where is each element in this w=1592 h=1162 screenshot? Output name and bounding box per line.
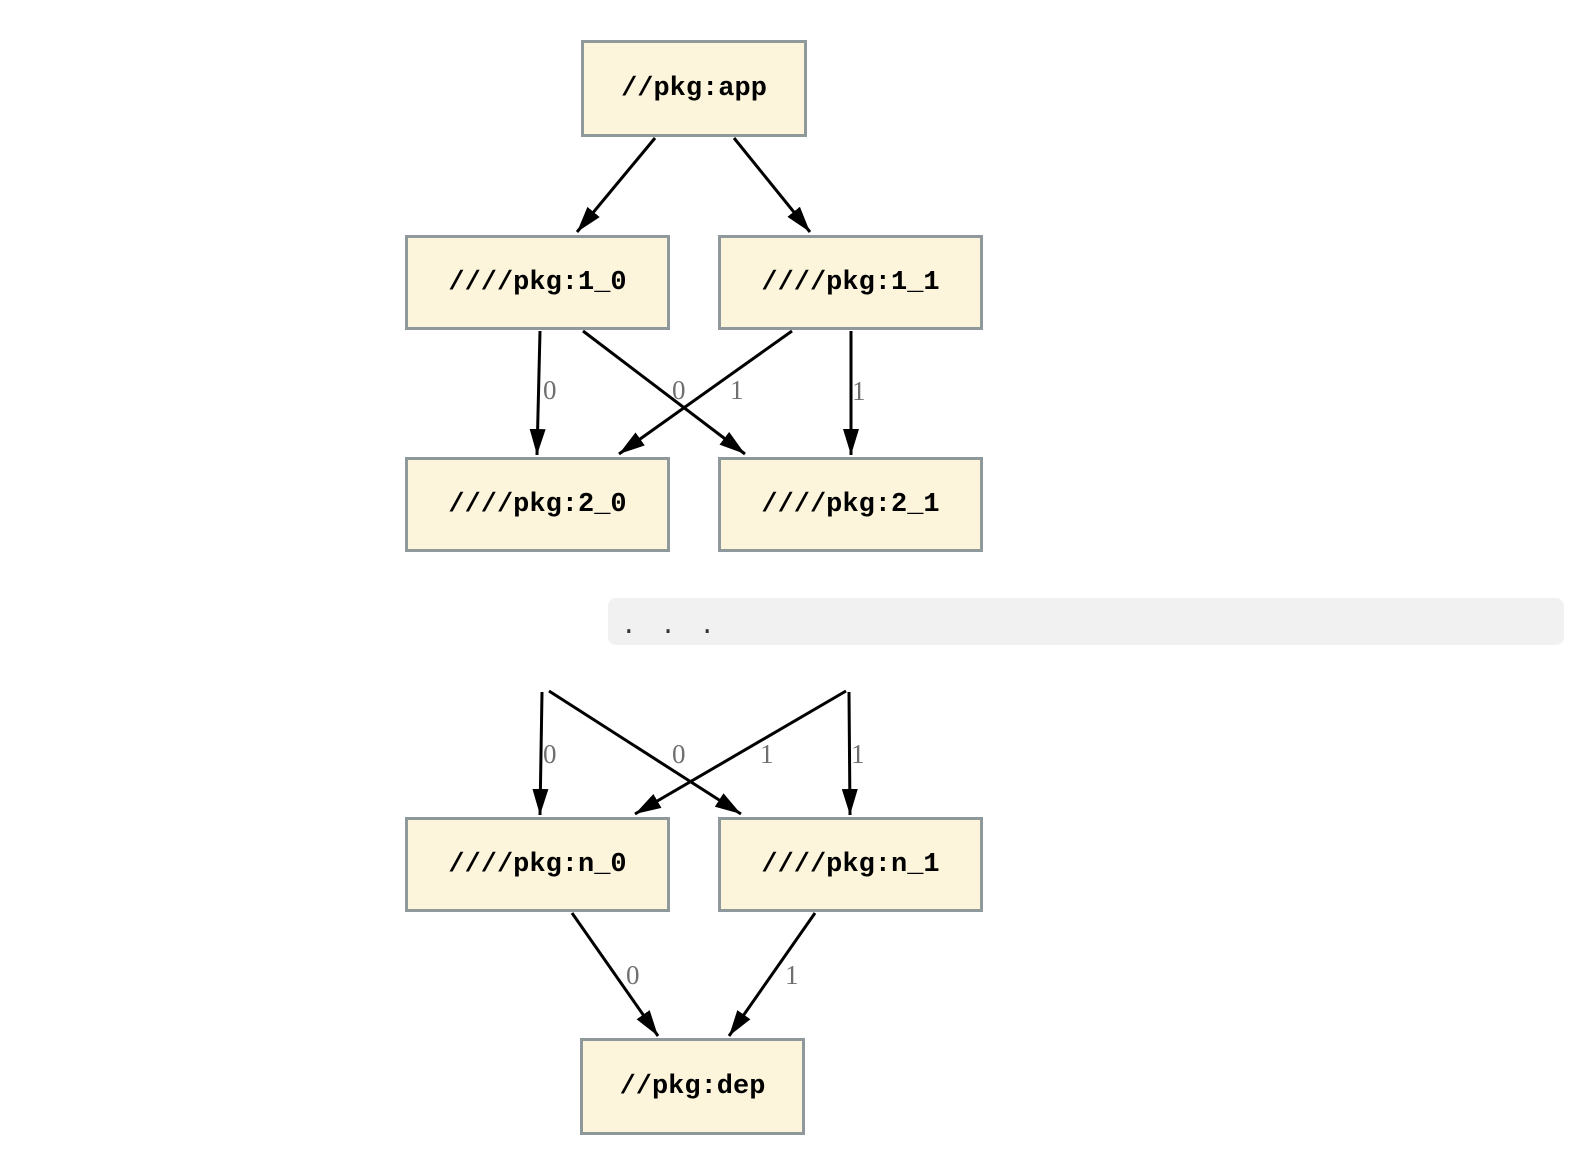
edge-1_1-to-2_0 xyxy=(618,329,793,456)
edge-1_0-to-2_0 xyxy=(529,330,546,456)
node-pkg-2_1: ////pkg:2_1 xyxy=(718,457,983,552)
edge-label-1_0-to-2_0: 0 xyxy=(543,375,557,405)
edge-n_0-to-dep xyxy=(570,912,660,1037)
edge-prev-to-n_1-direct xyxy=(841,691,858,816)
edge-prev-to-n_0-direct xyxy=(532,691,549,816)
edge-label-n_1-to-dep: 1 xyxy=(785,960,799,990)
edge-app-to-1_1 xyxy=(732,137,812,233)
node-pkg-dep: //pkg:dep xyxy=(580,1038,805,1135)
edge-label-prev-to-n_0-cross: 0 xyxy=(672,739,686,769)
edge-n_1-to-dep xyxy=(727,912,817,1037)
edge-label-1_1-to-2_1: 1 xyxy=(852,376,866,406)
node-pkg-app: //pkg:app xyxy=(581,40,807,137)
node-pkg-n_0: ////pkg:n_0 xyxy=(405,817,670,912)
edge-1_0-to-2_1 xyxy=(582,329,746,456)
ellipsis-band: . . . xyxy=(608,598,1564,645)
edge-label-1_0-to-2_1: 1 xyxy=(730,375,744,405)
edge-label-prev-to-n_1-cross: 1 xyxy=(760,739,774,769)
node-pkg-1_1: ////pkg:1_1 xyxy=(718,235,983,330)
edge-label-1_1-to-2_0: 0 xyxy=(672,375,686,405)
ellipsis-text: . . . xyxy=(621,610,720,641)
edge-prev-to-n_1-cross xyxy=(548,689,742,816)
node-pkg-1_0: ////pkg:1_0 xyxy=(405,235,670,330)
edge-label-prev-to-n_1-direct: 1 xyxy=(851,739,865,769)
edge-label-prev-to-n_0-direct: 0 xyxy=(543,739,557,769)
node-pkg-n_1: ////pkg:n_1 xyxy=(718,817,983,912)
edge-prev-to-n_0-cross xyxy=(634,689,847,816)
node-pkg-2_0: ////pkg:2_0 xyxy=(405,457,670,552)
edge-label-n_0-to-dep: 0 xyxy=(626,960,640,990)
edge-app-to-1_0 xyxy=(575,137,657,233)
